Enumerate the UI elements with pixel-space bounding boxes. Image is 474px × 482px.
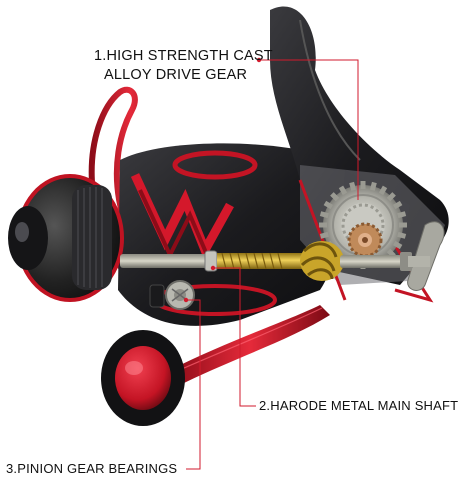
spool-cap xyxy=(8,206,48,270)
handle-knob-cap xyxy=(115,346,171,410)
leader-dot-1 xyxy=(256,57,262,63)
worm-shaft xyxy=(217,253,309,269)
red-ring xyxy=(172,150,258,180)
body-red-stripe-2 xyxy=(138,189,212,263)
callout-main-shaft: 2.HARODE METAL MAIN SHAFT xyxy=(259,398,459,413)
callout-pinion-bearings: 3.PINION GEAR BEARINGS xyxy=(6,461,178,476)
handle-arm xyxy=(170,305,330,385)
reel-body xyxy=(118,143,340,326)
worm-gear xyxy=(300,241,344,281)
pinion-gear xyxy=(347,222,383,258)
shaft-end xyxy=(340,255,410,268)
rotor-screw xyxy=(149,284,165,308)
callout-drive-gear-line1: 1.HIGH STRENGTH CAST xyxy=(94,48,273,64)
leader-dot-3 xyxy=(183,297,189,303)
callout-drive-gear-line2: ALLOY DRIVE GEAR xyxy=(104,67,248,83)
callout-drive-gear: 1.HIGH STRENGTH CAST ALLOY DRIVE GEAR xyxy=(94,47,273,85)
leader-drive-gear xyxy=(259,59,359,200)
leader-dot-2 xyxy=(210,265,216,271)
main-shaft xyxy=(120,254,215,268)
leader-main-shaft xyxy=(213,267,256,407)
callout-leaders xyxy=(186,59,359,470)
leader-pinion-bearings xyxy=(186,299,201,470)
